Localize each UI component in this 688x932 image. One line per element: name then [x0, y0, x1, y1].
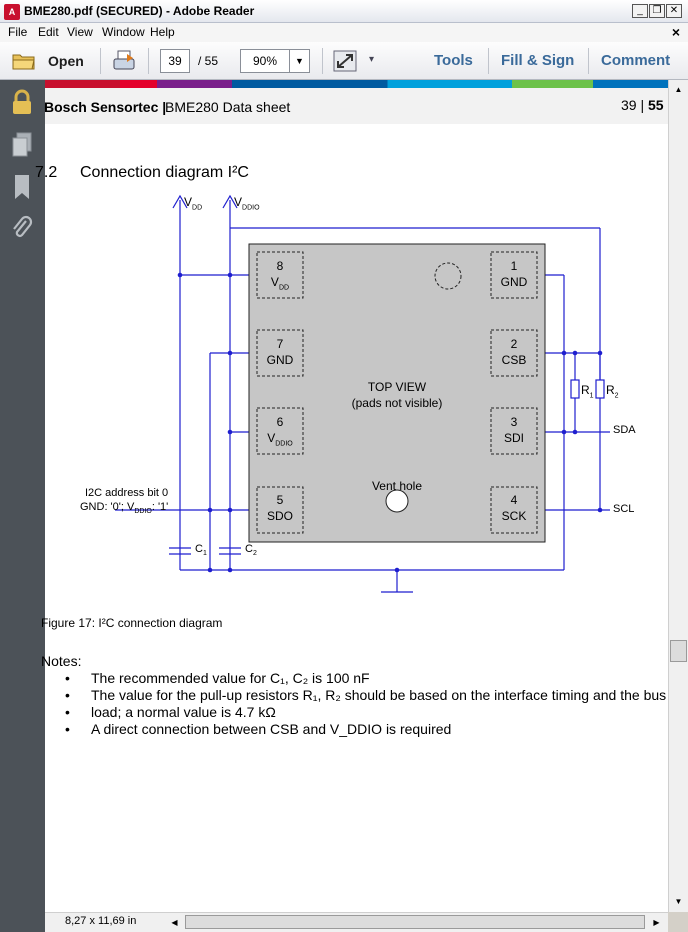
note-item-continuation: load; a normal value is 4.7 kΩ	[45, 704, 668, 721]
figure-caption: Figure 17: I²C connection diagram	[41, 616, 223, 630]
zoom-value: 90%	[253, 54, 278, 68]
pin1-name: GND	[500, 275, 528, 289]
comment-button[interactable]: Comment	[601, 52, 671, 69]
fill-sign-button[interactable]: Fill & Sign	[501, 52, 575, 69]
top-view-label: TOP VIEW	[367, 380, 427, 394]
i2c-connection-diagram	[115, 194, 610, 593]
chevron-down-icon[interactable]: ▼	[289, 50, 309, 72]
r2-label: R2	[606, 383, 619, 400]
folder-icon	[12, 54, 35, 70]
page-header: Bosch Sensortec | BME280 Data sheet 39 |…	[44, 88, 668, 124]
c1-label: C1	[195, 543, 207, 558]
pin8-number: 8	[276, 259, 284, 273]
tools-button[interactable]: Tools	[434, 52, 473, 69]
toolbar-separator	[322, 48, 323, 74]
header-page-current: 39 |	[621, 97, 645, 113]
minimize-icon[interactable]: _	[632, 4, 648, 18]
note-item: A direct connection between CSB and V_DD…	[45, 721, 668, 738]
pin3-number: 3	[510, 415, 518, 429]
menu-help[interactable]: Help	[150, 25, 175, 39]
pin7-number: 7	[276, 337, 284, 351]
pin2-name: CSB	[501, 353, 527, 367]
c2-label: C2	[245, 543, 257, 558]
status-bar: 8,27 x 11,69 in ◀ ▶	[45, 912, 668, 932]
scroll-up-icon[interactable]: ▲	[674, 85, 683, 94]
r1-label: R1	[581, 383, 594, 400]
vent-hole-label: Vent hole	[371, 479, 423, 493]
horizontal-scroll-thumb[interactable]	[185, 915, 645, 929]
note-item: The recommended value for C₁, C₂ is 100 …	[45, 670, 668, 687]
toolbar-separator	[488, 48, 489, 74]
section-title: Connection diagram I²C	[80, 164, 249, 181]
pin2-number: 2	[510, 337, 518, 351]
paperclip-icon[interactable]	[11, 215, 33, 242]
notes-heading: Notes:	[41, 653, 82, 669]
close-icon[interactable]: ✕	[666, 4, 682, 18]
diagram-labels: VDD VDDIO 8 VDD 7 GND 6 VDDIO 5 SDO 1 GN…	[45, 190, 668, 600]
title-bar: A BME280.pdf (SECURED) - Adobe Reader _ …	[0, 0, 688, 23]
section-number: 7.2	[35, 164, 58, 181]
pages-icon[interactable]	[11, 132, 33, 158]
note-item: The value for the pull-up resistors R₁, …	[45, 687, 668, 704]
pin3-name: SDI	[503, 431, 524, 445]
header-doc-title: BME280 Data sheet	[165, 99, 291, 115]
menu-window[interactable]: Window	[102, 25, 145, 39]
fullscreen-icon[interactable]	[333, 50, 357, 72]
menu-file[interactable]: File	[8, 25, 28, 39]
restore-icon[interactable]: ❐	[649, 4, 665, 18]
toolbar-separator	[588, 48, 589, 74]
scroll-down-icon[interactable]: ▼	[674, 897, 683, 906]
lock-icon[interactable]	[11, 89, 33, 116]
menu-view[interactable]: View	[67, 25, 93, 39]
pin5-name: SDO	[266, 509, 293, 523]
navigation-panel	[0, 80, 45, 932]
page-number-input[interactable]: 39	[160, 49, 190, 73]
header-company: Bosch Sensortec |	[44, 99, 167, 115]
pin5-number: 5	[276, 493, 284, 507]
zoom-select[interactable]: 90% ▼	[240, 49, 310, 73]
scroll-left-icon[interactable]: ◀	[171, 918, 178, 927]
scroll-thumb[interactable]	[670, 640, 687, 662]
i2c-address-values: GND: '0'; VDDIO: '1'	[80, 501, 169, 516]
pin7-name: GND	[266, 353, 294, 367]
notes-list: The recommended value for C₁, C₂ is 100 …	[45, 670, 668, 738]
header-page-total: 55	[648, 97, 664, 113]
vertical-scrollbar[interactable]: ▲ ▼	[668, 80, 688, 912]
bookmark-icon[interactable]	[11, 174, 33, 200]
pin4-number: 4	[510, 493, 518, 507]
menu-bar: File Edit View Window Help ×	[0, 23, 688, 42]
pin1-number: 1	[510, 259, 518, 273]
vdd-label: VDD	[184, 195, 203, 212]
menu-edit[interactable]: Edit	[38, 25, 59, 39]
pads-note-label: (pads not visible)	[351, 396, 443, 410]
print-icon[interactable]	[113, 50, 137, 72]
vddio-label: VDDIO	[234, 195, 260, 212]
toolbar: Open 39 / 55 90% ▼ ▾ Tools Fill & Sign C…	[0, 42, 688, 80]
scl-label: SCL	[613, 503, 635, 515]
open-button[interactable]: Open	[8, 47, 88, 75]
toolbar-more-icon[interactable]: ▾	[369, 54, 375, 65]
page-size-label: 8,27 x 11,69 in	[65, 915, 137, 927]
pin6-name: VDDIO	[267, 431, 293, 448]
close-document-icon[interactable]: ×	[671, 24, 680, 40]
sda-label: SDA	[613, 424, 636, 436]
pin4-name: SCK	[501, 509, 527, 523]
toolbar-separator	[148, 48, 149, 74]
page-total: / 55	[198, 54, 219, 68]
document-page[interactable]: Bosch Sensortec | BME280 Data sheet 39 |…	[35, 80, 668, 912]
pin6-number: 6	[276, 415, 284, 429]
i2c-address-label: I2C address bit 0	[85, 487, 169, 499]
vent-hole	[385, 489, 409, 513]
brand-color-band	[45, 80, 668, 88]
toolbar-separator	[100, 48, 101, 74]
pin8-name: VDD	[270, 275, 290, 292]
open-label: Open	[48, 53, 84, 69]
scroll-right-icon[interactable]: ▶	[653, 918, 660, 927]
pdf-icon: A	[4, 4, 20, 20]
window-title: BME280.pdf (SECURED) - Adobe Reader	[24, 4, 255, 18]
